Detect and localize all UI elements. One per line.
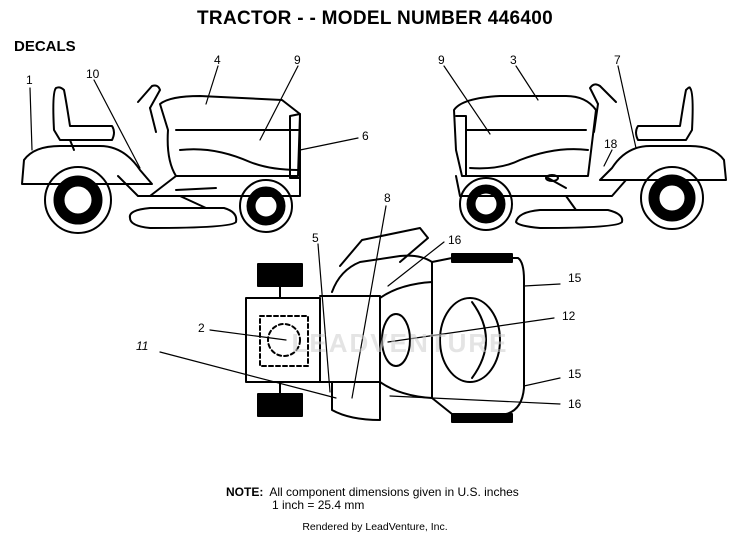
callout-9-right: 9	[438, 53, 445, 67]
callout-1: 1	[26, 73, 33, 87]
callout-2: 2	[198, 321, 205, 335]
tractor-top-view	[245, 227, 525, 423]
callout-10: 10	[86, 67, 100, 81]
callout-18: 18	[604, 137, 618, 151]
callout-15-top: 15	[568, 271, 582, 285]
note-label: NOTE:	[226, 485, 264, 499]
leader-lines	[29, 65, 637, 405]
dimension-note: NOTE: All component dimensions given in U…	[226, 486, 519, 512]
callout-5: 5	[312, 231, 319, 245]
callout-11: 11	[136, 339, 148, 353]
section-label: DECALS	[14, 38, 76, 55]
note-line-2: 1 inch = 25.4 mm	[272, 498, 365, 512]
callout-6: 6	[362, 129, 369, 143]
page-title: TRACTOR - - MODEL NUMBER 446400	[197, 8, 553, 29]
callout-15-bottom: 15	[568, 367, 582, 381]
callout-4: 4	[214, 53, 221, 67]
callout-8: 8	[384, 191, 391, 205]
callout-labels: 1 10 4 9 6 9 3 7 18 8 5 16 15 2 12 11 15…	[26, 53, 621, 411]
credit-text: Rendered by LeadVenture, Inc.	[302, 521, 448, 533]
note-line-1: All component dimensions given in U.S. i…	[269, 485, 519, 499]
callout-7: 7	[614, 53, 621, 67]
callout-12: 12	[562, 309, 576, 323]
callout-16-bottom: 16	[568, 397, 582, 411]
callout-9-left: 9	[294, 53, 301, 67]
tractor-right-side-view	[453, 83, 727, 231]
callout-16-top: 16	[448, 233, 462, 247]
watermark-text: LEADVENTURE	[291, 328, 508, 358]
callout-3: 3	[510, 53, 517, 67]
tractor-left-side-view	[21, 84, 301, 234]
